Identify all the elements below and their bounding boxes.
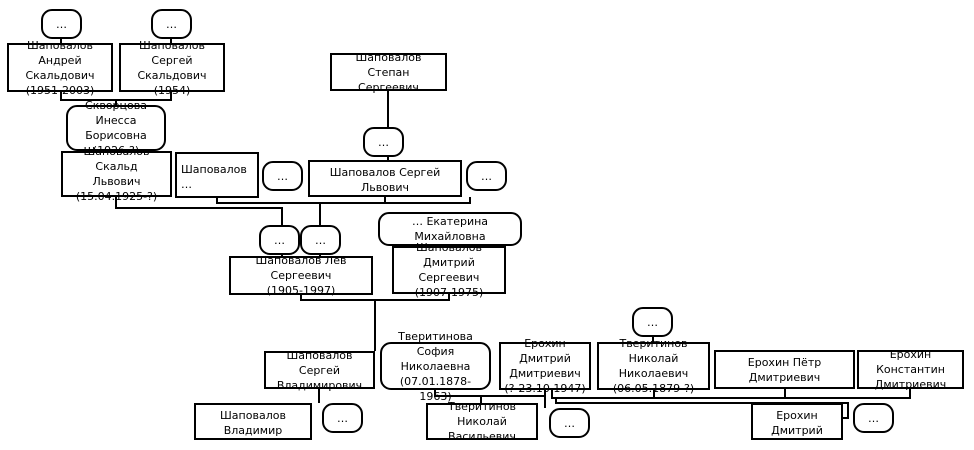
unknown-box[interactable]: … bbox=[466, 161, 507, 191]
person-box-shapovalov[interactable]: Шаповалов … bbox=[175, 152, 259, 198]
person-box-sergey-skaldovich[interactable]: Шаповалов Сергей Скальдович (1954) bbox=[119, 39, 225, 97]
unknown-box[interactable]: … bbox=[41, 9, 82, 39]
person-box-sergey-vladimirovich[interactable]: Шаповалов Сергей Владимирович bbox=[264, 349, 375, 392]
unknown-box[interactable]: … bbox=[151, 9, 192, 39]
person-box-stepan[interactable]: Шаповалов Степан Сергеевич bbox=[330, 51, 447, 94]
person-box-erokhin-dmitriy[interactable]: Ерохин Дмитрий bbox=[751, 403, 843, 440]
person-box-tveritinov-nikolay-nikolaevich[interactable]: Тверитинов Николай Николаевич (06.05.187… bbox=[597, 337, 710, 395]
connector-line bbox=[216, 197, 471, 204]
unknown-box[interactable]: … bbox=[363, 127, 404, 157]
connector-line bbox=[555, 398, 849, 419]
person-box-konstantin[interactable]: Ерохин Константин Дмитриевич bbox=[857, 348, 964, 391]
person-box-sergey-lvovich[interactable]: Шаповалов Сергей Львович bbox=[308, 160, 462, 197]
unknown-box[interactable]: … bbox=[262, 161, 303, 191]
person-box-andrey[interactable]: Шаповалов Андрей Скальдович (1951-2003) bbox=[7, 39, 113, 97]
unknown-box[interactable]: … bbox=[259, 225, 300, 255]
unknown-box[interactable]: … bbox=[300, 225, 341, 255]
person-box-petr[interactable]: Ерохин Пётр Дмитриевич bbox=[714, 350, 855, 389]
person-box-skald[interactable]: Шаповалов Скальд Львович (15.04.1925-?) bbox=[61, 145, 172, 203]
person-box-ekaterina[interactable]: … Екатерина Михайловна bbox=[378, 212, 522, 246]
person-box-dmitriy-sergeevich[interactable]: Шаповалов Дмитрий Сергеевич (1907-1975) bbox=[392, 241, 506, 299]
connector-line bbox=[434, 390, 546, 397]
person-box-erokhin-dmitriy-dmitrievich[interactable]: Ерохин Дмитрий Дмитриевич (?-23.10.1947) bbox=[499, 337, 591, 395]
person-box-inessa[interactable]: Скворцова Инесса Борисовна (1926-?) bbox=[66, 99, 166, 157]
unknown-box[interactable]: … bbox=[853, 403, 894, 433]
connector-line bbox=[115, 197, 283, 225]
person-box-vladimir[interactable]: Шаповалов Владимир bbox=[194, 403, 312, 440]
person-box-sofia[interactable]: Тверитинова София Николаевна (07.01.1878… bbox=[380, 330, 491, 403]
person-box-lev[interactable]: Шаповалов Лев Сергеевич (1905-1997) bbox=[229, 254, 373, 297]
unknown-box[interactable]: … bbox=[549, 408, 590, 438]
person-box-tveritinov-nikolay-vasilievich[interactable]: Тверитинов Николай Васильевич bbox=[426, 400, 538, 443]
unknown-box[interactable]: … bbox=[322, 403, 363, 433]
unknown-box[interactable]: … bbox=[632, 307, 673, 337]
connector-line bbox=[551, 389, 911, 399]
